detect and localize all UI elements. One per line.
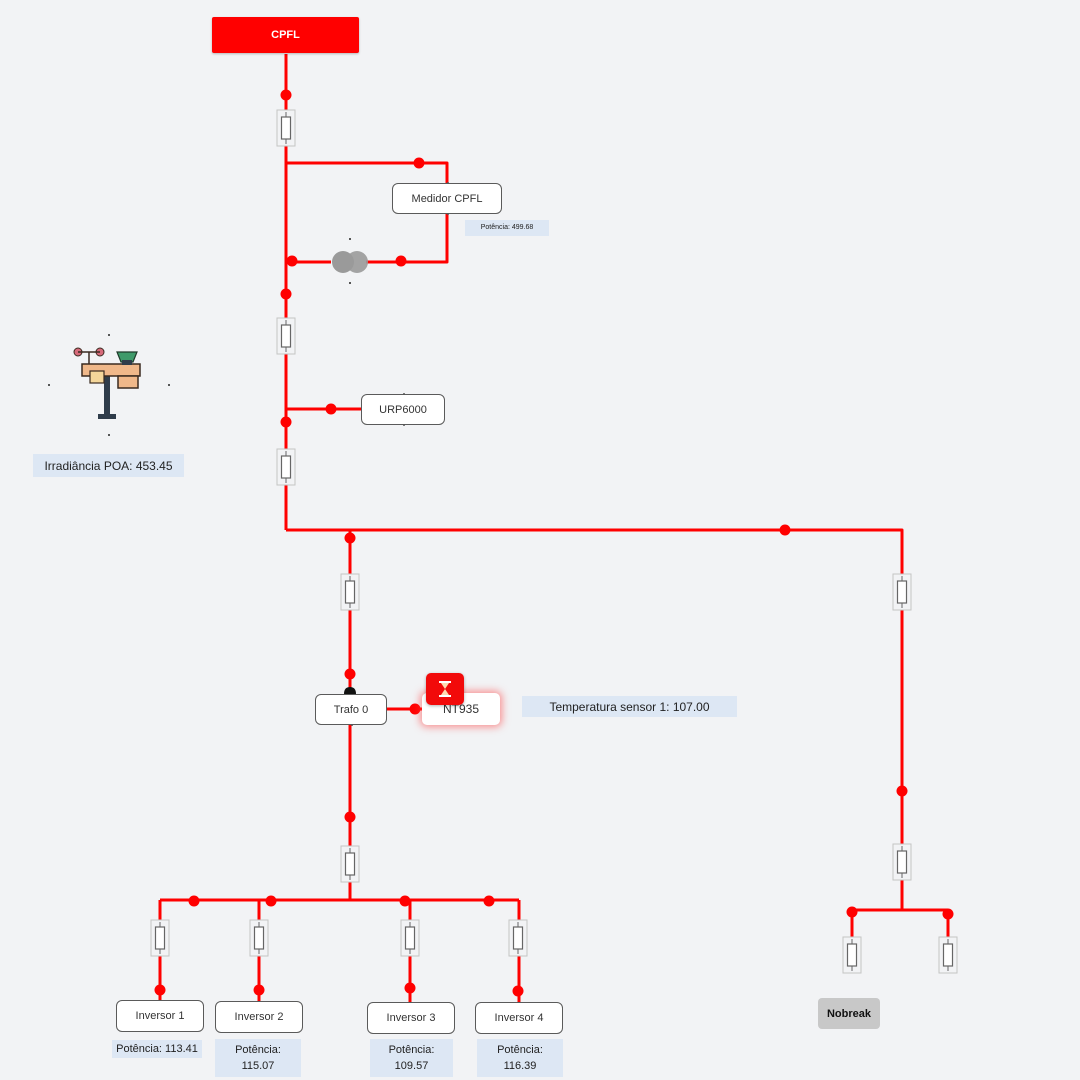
sensor-label: NT935 (442, 702, 480, 716)
inverter-1-power: Potência: 113.41 (112, 1040, 202, 1058)
fuse-icon[interactable] (508, 919, 528, 957)
inverter-3-node[interactable]: Inversor 3 (367, 1002, 455, 1034)
fuse-icon[interactable] (340, 573, 360, 611)
connection-dot[interactable] (404, 982, 416, 994)
inverter-4-node[interactable]: Inversor 4 (475, 1002, 563, 1034)
connection-dot[interactable] (344, 811, 356, 823)
inverter-3-power: Potência: 109.57 (370, 1039, 453, 1077)
inverter-3-label: Inversor 3 (386, 1012, 436, 1024)
connection-dot[interactable] (409, 703, 421, 715)
fuse-icon[interactable] (150, 919, 170, 957)
fuse-icon[interactable] (892, 573, 912, 611)
bus-line (286, 161, 449, 183)
connection-dot[interactable] (779, 524, 791, 536)
cpfl-source-label: CPFL (271, 29, 300, 41)
connection-dot[interactable] (344, 668, 356, 680)
temperature-label: Temperatura sensor 1: 107.00 (522, 696, 737, 717)
inverter-4-power: Potência: 116.39 (477, 1039, 563, 1077)
connection-dot[interactable] (188, 895, 200, 907)
weather-station-icon[interactable] (73, 347, 141, 419)
inverter-4-label: Inversor 4 (494, 1012, 544, 1024)
bus-line (366, 214, 449, 264)
inverter-2-power: Potência: 115.07 (215, 1039, 301, 1077)
inverter-1-label: Inversor 1 (135, 1010, 185, 1022)
connection-dot[interactable] (280, 288, 292, 300)
irradiance-label: Irradiância POA: 453.45 (33, 454, 184, 477)
fuse-icon[interactable] (842, 936, 862, 974)
nobreak-label: Nobreak (826, 1007, 872, 1020)
fuse-icon[interactable] (249, 919, 269, 957)
connection-dot[interactable] (253, 984, 265, 996)
connection-dot[interactable] (483, 895, 495, 907)
connection-dot[interactable] (265, 895, 277, 907)
fuse-icon[interactable] (276, 109, 296, 147)
fuse-icon[interactable] (276, 317, 296, 355)
hourglass-icon (439, 681, 451, 697)
transformer-node[interactable]: Trafo 0 (315, 694, 387, 726)
connection-dot[interactable] (399, 895, 411, 907)
transformer-connector-icon (344, 687, 356, 694)
connection-dot[interactable] (280, 89, 292, 101)
connection-dot[interactable] (344, 532, 356, 544)
connection-dot[interactable] (942, 908, 954, 920)
connection-dot[interactable] (395, 255, 407, 267)
connection-dot[interactable] (286, 255, 298, 267)
connection-dot[interactable] (413, 157, 425, 169)
meter-power-label: Potência: 499.68 (465, 220, 549, 236)
bus-line (286, 528, 904, 910)
connection-dot[interactable] (512, 985, 524, 997)
transformer-icon[interactable] (332, 238, 368, 284)
connection-dot[interactable] (154, 984, 166, 996)
urp-node[interactable]: URP6000 (361, 393, 445, 426)
meter-node[interactable]: Medidor CPFL (392, 182, 502, 215)
nobreak-node[interactable]: Nobreak (818, 998, 880, 1029)
fuse-icon[interactable] (892, 843, 912, 881)
connection-dot[interactable] (846, 906, 858, 918)
inverter-2-node[interactable]: Inversor 2 (215, 1001, 303, 1033)
inverter-2-label: Inversor 2 (234, 1011, 284, 1023)
fuse-icon[interactable] (938, 936, 958, 974)
inverter-1-node[interactable]: Inversor 1 (116, 1000, 204, 1032)
connection-dot[interactable] (280, 416, 292, 428)
connection-dot[interactable] (896, 785, 908, 797)
fuse-icon[interactable] (340, 845, 360, 883)
fuse-icon[interactable] (400, 919, 420, 957)
connection-dot[interactable] (325, 403, 337, 415)
cpfl-source-node[interactable]: CPFL (212, 17, 359, 53)
transformer-label: Trafo 0 (333, 703, 369, 716)
urp-label: URP6000 (379, 403, 427, 416)
meter-label: Medidor CPFL (411, 192, 483, 205)
fuse-icon[interactable] (276, 448, 296, 486)
alarm-badge[interactable] (426, 673, 464, 705)
